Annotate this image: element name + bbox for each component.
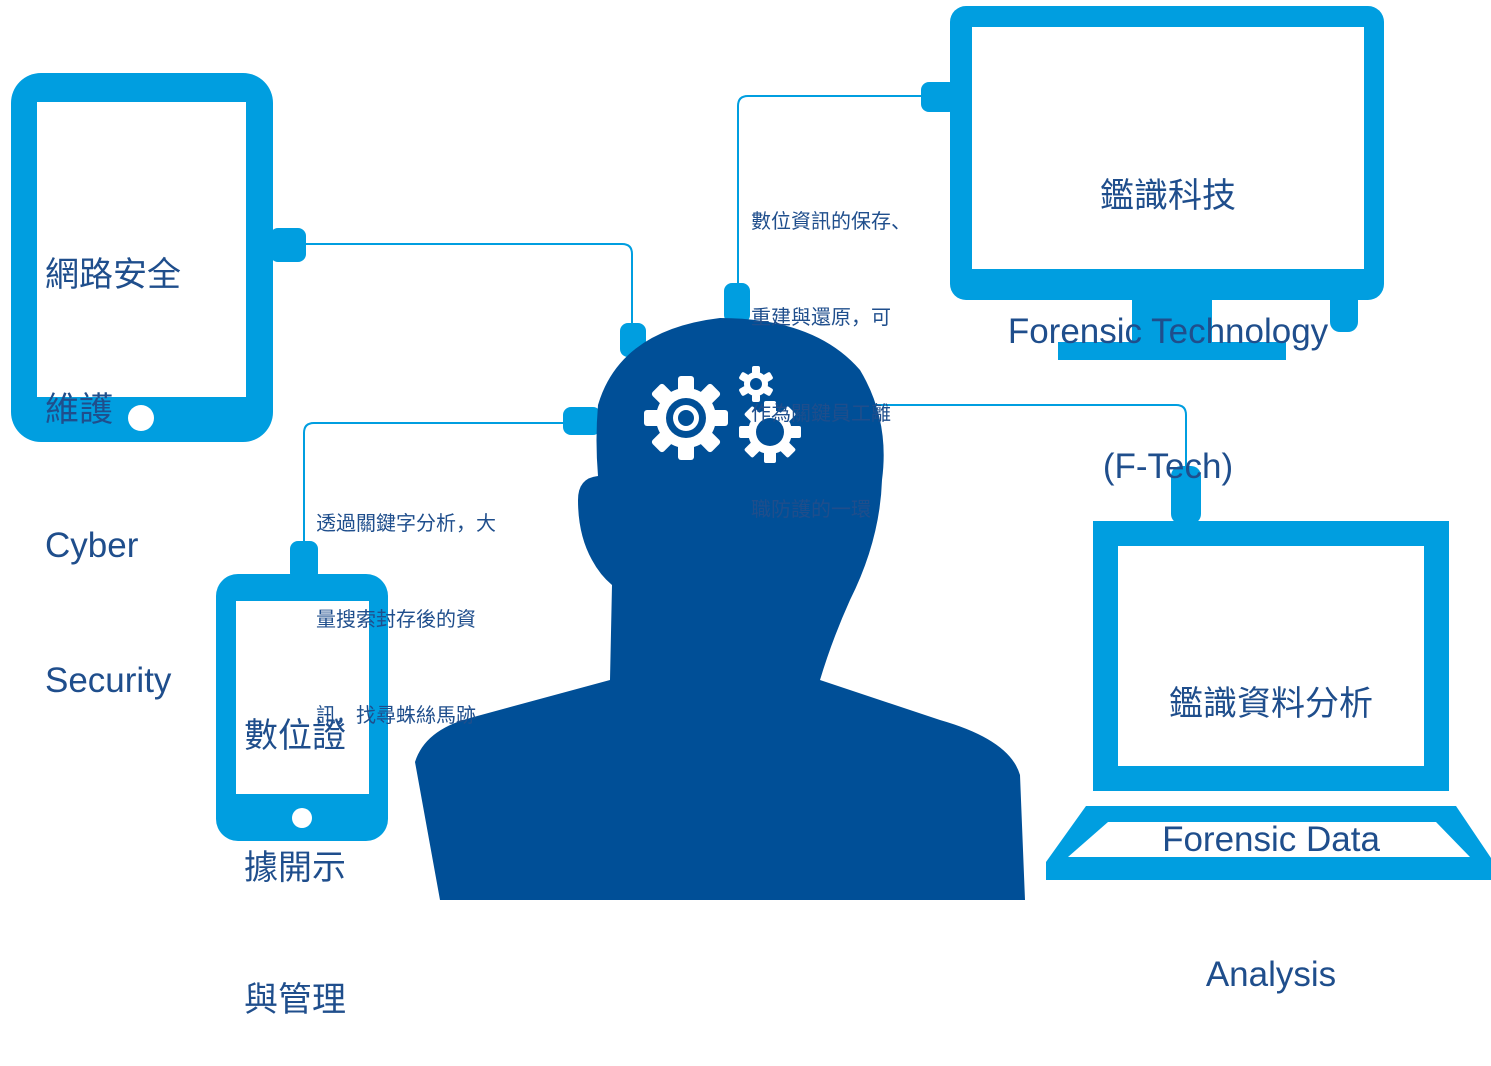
laptop-label-en1: Forensic Data: [1162, 820, 1380, 859]
diagram-art: [11, 6, 1491, 900]
note-left-line: 透過關鍵字分析，大: [316, 511, 496, 535]
tablet-device: [11, 73, 306, 442]
phone-label-line2: 據開示: [244, 848, 346, 888]
line-laptop: [860, 404, 1187, 470]
note-top-line: 職防護的一環: [751, 497, 871, 521]
phone-device: [216, 541, 388, 841]
gears-icon: [644, 366, 801, 463]
monitor-label-en1: Forensic Technology: [1007, 312, 1329, 351]
tablet-label-en1: Cyber: [45, 526, 139, 565]
line-tablet: [300, 243, 633, 330]
tablet-home-button: [128, 405, 154, 431]
note-top: 數位資訊的保存、 重建與還原，可 作為關鍵員工離 職防護的一環: [751, 141, 911, 557]
monitor-label: 鑑識科技 Forensic Technology (F-Tech): [972, 84, 1364, 534]
phone-label-line3: 與管理: [244, 980, 346, 1020]
tablet-label-en2: Security: [45, 661, 172, 700]
note-left-line: 量搜索封存後的資: [316, 607, 476, 631]
laptop-label: 鑑識資料分析 Forensic Data Analysis: [1118, 592, 1424, 1042]
phone-label-line1: 數位證: [244, 716, 346, 756]
monitor-label-zh: 鑑識科技: [1100, 176, 1236, 216]
head-silhouette-icon: [415, 318, 1025, 900]
note-left: 透過關鍵字分析，大 量搜索封存後的資 訊，找尋蛛絲馬跡: [316, 443, 496, 763]
monitor-device: [921, 6, 1384, 360]
tablet-label: 網路安全 維護 Cyber Security: [45, 163, 181, 748]
laptop-device: [1046, 466, 1491, 880]
note-left-line: 訊，找尋蛛絲馬跡: [316, 703, 476, 727]
note-top-line: 數位資訊的保存、: [751, 209, 911, 233]
note-top-line: 作為關鍵員工離: [751, 401, 891, 425]
tablet-label-zh1: 網路安全: [45, 255, 181, 295]
connector-lines: [300, 95, 1187, 548]
line-phone: [303, 422, 580, 548]
line-monitor: [737, 95, 930, 290]
note-top-line: 重建與還原，可: [751, 305, 891, 329]
laptop-label-en2: Analysis: [1205, 955, 1337, 994]
phone-home-button: [292, 808, 312, 828]
laptop-label-zh: 鑑識資料分析: [1169, 684, 1373, 724]
tablet-label-zh2: 維護: [45, 390, 113, 430]
monitor-label-en2: (F-Tech): [1102, 447, 1234, 486]
